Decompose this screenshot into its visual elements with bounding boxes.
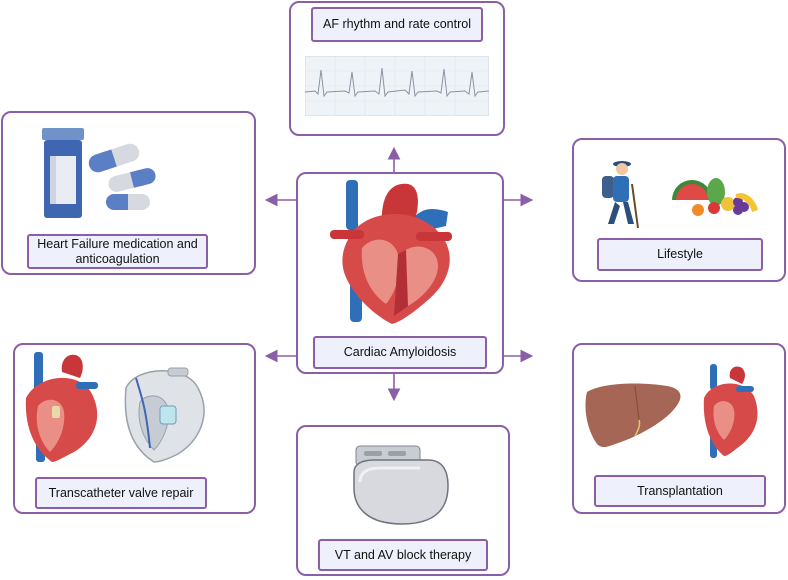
lifestyle-label: Lifestyle bbox=[597, 238, 763, 271]
liver-icon bbox=[585, 383, 681, 448]
fruits-vegetables-icon bbox=[672, 178, 758, 216]
heart-small-icon bbox=[703, 364, 758, 458]
pacemaker-icon bbox=[353, 445, 449, 525]
ecg-strip-icon bbox=[305, 56, 489, 116]
af-label: AF rhythm and rate control bbox=[311, 7, 483, 42]
valve-label: Transcatheter valve repair bbox=[35, 477, 207, 509]
hiker-icon bbox=[602, 161, 639, 229]
hf-label: Heart Failure medication and anticoagula… bbox=[27, 234, 208, 269]
heart-icon bbox=[330, 180, 452, 324]
vt-label: VT and AV block therapy bbox=[318, 539, 488, 571]
center-label: Cardiac Amyloidosis bbox=[313, 336, 487, 369]
pill-bottle-icon bbox=[42, 128, 156, 218]
valve-clip-heart-icon bbox=[25, 352, 205, 463]
transplant-label: Transplantation bbox=[594, 475, 766, 507]
